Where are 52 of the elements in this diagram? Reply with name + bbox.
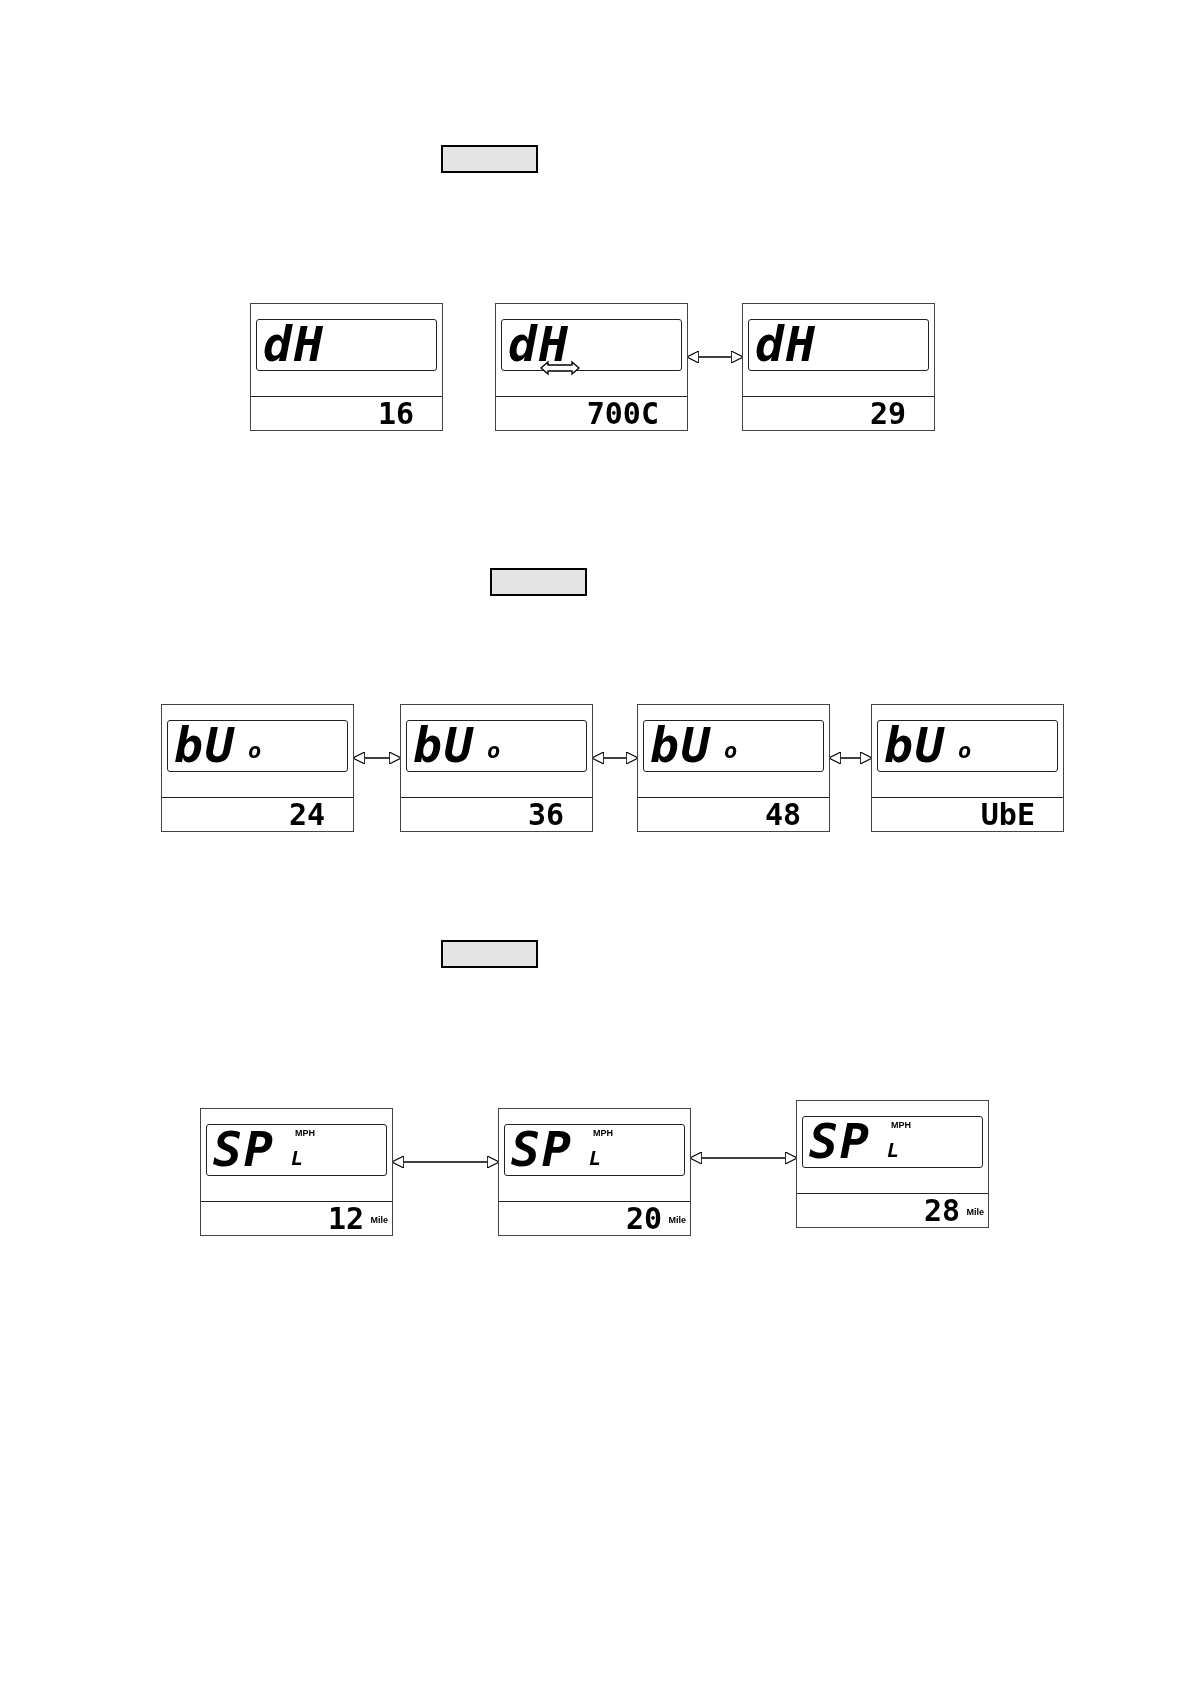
unit-label: Mile (668, 1215, 686, 1225)
lcd-display (250, 303, 443, 431)
unit-label: MPH (891, 1120, 911, 1130)
lcd-display (742, 303, 935, 431)
empty-label-box (441, 145, 538, 173)
display-value: 24 (288, 799, 325, 831)
unit-label: Mile (966, 1207, 984, 1217)
lcd-display (400, 704, 593, 832)
empty-label-box (490, 568, 587, 596)
double-arrow (828, 751, 873, 765)
lcd-display (796, 1100, 989, 1228)
display-code: dH (755, 318, 817, 370)
display-value: 12 (327, 1203, 364, 1235)
display-code: SP (511, 1123, 573, 1175)
unit-label: Mile (370, 1215, 388, 1225)
display-code: bU (413, 719, 475, 771)
display-value: UbE (980, 799, 1035, 831)
unit-label: MPH (593, 1128, 613, 1138)
display-value: 16 (377, 398, 414, 430)
display-value: 20 (625, 1203, 662, 1235)
unit-label: MPH (295, 1128, 315, 1138)
display-value: 700C (586, 398, 659, 430)
display-value: 48 (764, 799, 801, 831)
mode-indicator: o (487, 739, 501, 763)
mode-indicator: o (958, 739, 972, 763)
display-code: SP (809, 1115, 871, 1167)
double-arrow (686, 350, 744, 364)
double-arrow (689, 1151, 798, 1165)
lcd-display (200, 1108, 393, 1236)
mode-indicator: L (589, 1147, 602, 1169)
lcd-display (495, 303, 688, 431)
lcd-display (498, 1108, 691, 1236)
mode-indicator: o (724, 739, 738, 763)
lcd-display (871, 704, 1064, 832)
double-arrow (352, 751, 402, 765)
display-code: bU (884, 719, 946, 771)
lcd-display (637, 704, 830, 832)
double-arrow (391, 1155, 500, 1169)
mode-indicator: L (291, 1147, 304, 1169)
empty-label-box (441, 940, 538, 968)
double-arrow (591, 751, 639, 765)
display-code: dH (263, 318, 325, 370)
lcd-display (161, 704, 354, 832)
mode-indicator: L (887, 1139, 900, 1161)
display-code: dH (508, 318, 570, 370)
display-code: bU (174, 719, 236, 771)
display-value: 29 (869, 398, 906, 430)
display-code: SP (213, 1123, 275, 1175)
display-code: bU (650, 719, 712, 771)
display-value: 28 (923, 1195, 960, 1227)
mode-indicator: o (248, 739, 262, 763)
display-value: 36 (527, 799, 564, 831)
